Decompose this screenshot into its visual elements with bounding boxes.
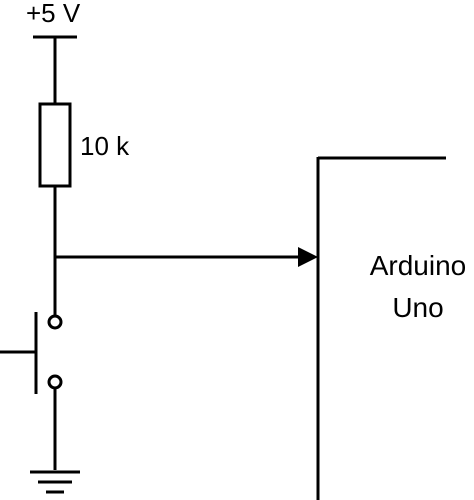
arduino-board — [316, 156, 446, 500]
resistor-label: 10 k — [80, 131, 130, 161]
push-button-switch-icon — [0, 312, 63, 470]
board-name-line1: Arduino — [370, 250, 467, 281]
supply-rail-icon — [33, 35, 77, 104]
supply-label: +5 V — [26, 0, 81, 28]
ground-icon — [30, 470, 80, 494]
board-name-line2: Uno — [392, 292, 443, 323]
resistor-icon — [38, 102, 72, 316]
arrow-icon — [55, 247, 318, 267]
